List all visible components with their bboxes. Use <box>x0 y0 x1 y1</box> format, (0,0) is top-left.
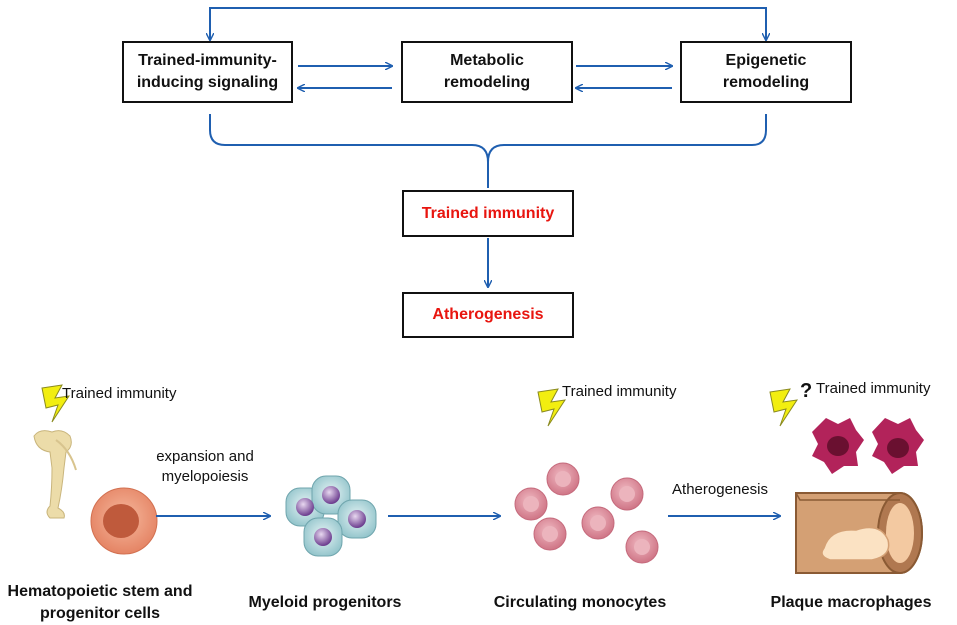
stage-label-progenitors: Myeloid progenitors <box>248 594 402 611</box>
stage-label-hsc: Hematopoietic stem and progenitor cells <box>7 583 193 622</box>
atherogenesis-flow-label: Atherogenesis <box>672 481 768 498</box>
expansion-label: expansion and myelopoiesis <box>156 448 254 485</box>
arrow-metabolic-epigenetic <box>576 66 672 88</box>
merge-brace <box>209 114 767 188</box>
lightning-icon <box>41 384 71 423</box>
trained-immunity-label: Trained immunity <box>421 204 555 222</box>
blood-vessel-plaque <box>795 492 923 574</box>
trained-immunity-box: Trained immunity <box>402 190 574 237</box>
macrophage-group <box>812 418 924 474</box>
atherogenesis-box: Atherogenesis <box>402 292 574 338</box>
metabolic-box: Metabolic remodeling <box>401 41 573 103</box>
stage-label-monocytes: Circulating monocytes <box>493 594 667 611</box>
trigger-label: Trained immunity <box>816 380 931 397</box>
myeloid-progenitor-cluster <box>285 475 377 557</box>
question-mark: ? <box>800 380 813 402</box>
feedback-arrow-top <box>210 7 766 40</box>
trigger-label: Trained immunity <box>562 383 677 400</box>
arrow-signaling-metabolic <box>298 66 392 88</box>
monocyte-group <box>514 462 659 564</box>
atherogenesis-label: Atherogenesis <box>432 306 544 323</box>
bone-icon <box>33 430 77 519</box>
lightning-icon <box>769 388 799 427</box>
stage-label-macrophages: Plaque macrophages <box>770 594 932 611</box>
metabolic-label: Metabolic remodeling <box>443 52 531 91</box>
lightning-icon <box>537 388 567 427</box>
epigenetic-box: Epigenetic remodeling <box>680 41 852 103</box>
trigger-label: Trained immunity <box>62 385 177 402</box>
hsc-cell <box>90 487 158 555</box>
signaling-box: Trained-immunity- inducing signaling <box>122 41 293 103</box>
signaling-label: Trained-immunity- inducing signaling <box>136 52 279 91</box>
epigenetic-label: Epigenetic remodeling <box>722 52 810 91</box>
